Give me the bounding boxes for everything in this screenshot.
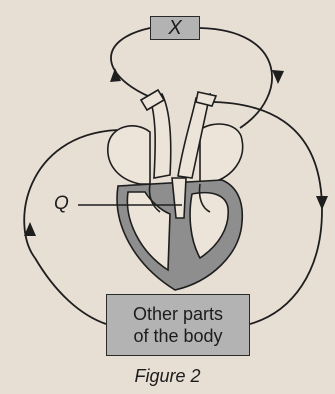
figure-caption: Figure 2	[0, 366, 335, 387]
body-box-line-2: of the body	[133, 325, 222, 347]
organ-x-label: X	[168, 17, 181, 40]
body-box-line-1: Other parts	[133, 303, 223, 325]
q-label: Q	[54, 193, 69, 215]
heart	[108, 90, 243, 290]
systemic-loop-left	[24, 130, 117, 324]
pulmonary-loop-right	[200, 28, 272, 128]
atrium-left-side	[108, 126, 150, 184]
arrow-down-right	[272, 70, 284, 84]
atrium-right-side	[200, 124, 243, 182]
arrow-down-body-right	[316, 196, 328, 210]
pulmonary-loop-left	[111, 28, 150, 97]
organ-x-box: X	[150, 16, 200, 40]
other-parts-of-body-box: Other parts of the body	[106, 294, 250, 356]
arrow-up-body-left	[24, 222, 36, 236]
arrow-up-left	[110, 68, 121, 82]
